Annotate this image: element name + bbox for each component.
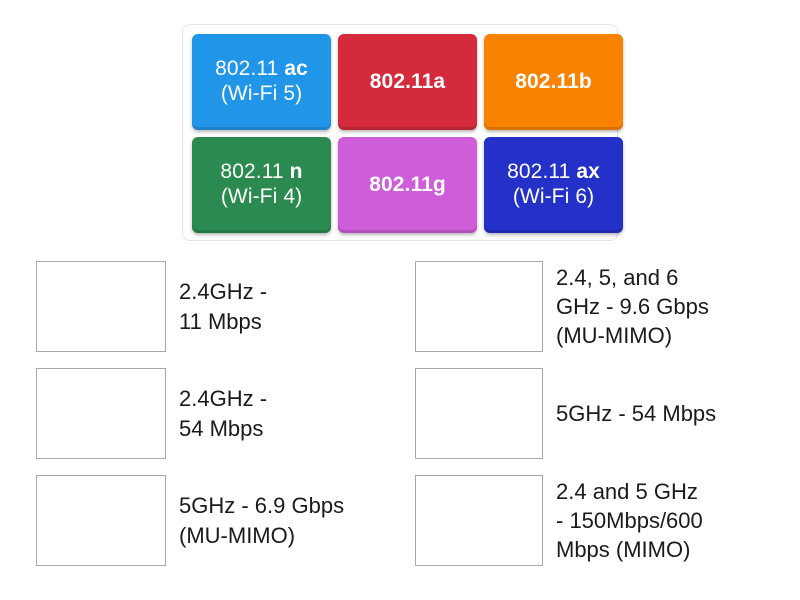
drop-zone-2-4-5ghz-150-600[interactable] [415,475,543,566]
tile-tray: 802.11 ac (Wi-Fi 5) 802.11a 802.11b 802.… [182,24,623,241]
drop-zone-5ghz-54mbps[interactable] [415,368,543,459]
answer-label: 2.4GHz - 11 Mbps [179,279,268,334]
tile-802-11a[interactable]: 802.11a [338,34,477,130]
tile-label: 802.11g [369,173,446,198]
answer-row: 2.4 and 5 GHz - 150Mbps/600 Mbps (MIMO) [415,475,716,566]
tile-802-11b[interactable]: 802.11b [484,34,623,130]
tile-802-11-n[interactable]: 802.11 n (Wi-Fi 4) [192,137,331,233]
tile-802-11g[interactable]: 802.11g [338,137,477,233]
answer-label: 5GHz - 54 Mbps [556,400,717,426]
answer-label: 2.4GHz - 54 Mbps [179,386,268,441]
tile-bold: n [289,160,303,184]
drop-zone-2-4ghz-54mbps[interactable] [36,368,166,459]
answer-label: 5GHz - 6.9 Gbps (MU-MIMO) [179,493,345,548]
tile-802-11-ax[interactable]: 802.11 ax (Wi-Fi 6) [484,137,623,233]
tile-sub: (Wi-Fi 6) [512,185,595,208]
tile-label: 802.11a [370,70,445,95]
tile-sub: (Wi-Fi 5) [220,82,303,105]
answer-row: 5GHz - 54 Mbps [415,368,716,459]
drop-zone-5ghz-6-9gbps[interactable] [36,475,166,566]
answer-row: 2.4GHz - 54 Mbps [36,368,344,459]
drop-zone-2-4ghz-11mbps[interactable] [36,261,166,352]
answer-label: 2.4, 5, and 6 GHz - 9.6 Gbps (MU-MIMO) [556,264,709,349]
answer-row: 2.4GHz - 11 Mbps [36,261,344,352]
answer-column-left: 2.4GHz - 11 Mbps 2.4GHz - 54 Mbps 5GHz -… [36,261,344,582]
tile-bold: ax [576,160,600,184]
tile-sub: (Wi-Fi 4) [220,185,303,208]
tile-label: 802.11 ax (Wi-Fi 6) [507,160,600,210]
answer-row: 2.4, 5, and 6 GHz - 9.6 Gbps (MU-MIMO) [415,261,716,352]
tile-prefix: 802.11 [215,57,285,81]
drop-zone-2-4-5-6ghz-9-6gbps[interactable] [415,261,543,352]
tile-label: 802.11b [515,70,592,95]
tile-prefix: 802.11 [507,160,577,184]
tile-label: 802.11 n (Wi-Fi 4) [220,160,302,210]
tile-bold: 802.11g [369,172,446,196]
tile-grid: 802.11 ac (Wi-Fi 5) 802.11a 802.11b 802.… [192,34,623,233]
tile-bold: 802.11b [515,69,592,93]
answer-column-right: 2.4, 5, and 6 GHz - 9.6 Gbps (MU-MIMO) 5… [415,261,716,582]
answer-label: 2.4 and 5 GHz - 150Mbps/600 Mbps (MIMO) [556,478,703,563]
tile-bold: 802.11a [369,69,446,93]
tile-bold: ac [284,57,308,81]
answer-row: 5GHz - 6.9 Gbps (MU-MIMO) [36,475,344,566]
tile-label: 802.11 ac (Wi-Fi 5) [215,57,308,107]
tile-802-11-ac[interactable]: 802.11 ac (Wi-Fi 5) [192,34,331,130]
tile-prefix: 802.11 [220,160,290,184]
